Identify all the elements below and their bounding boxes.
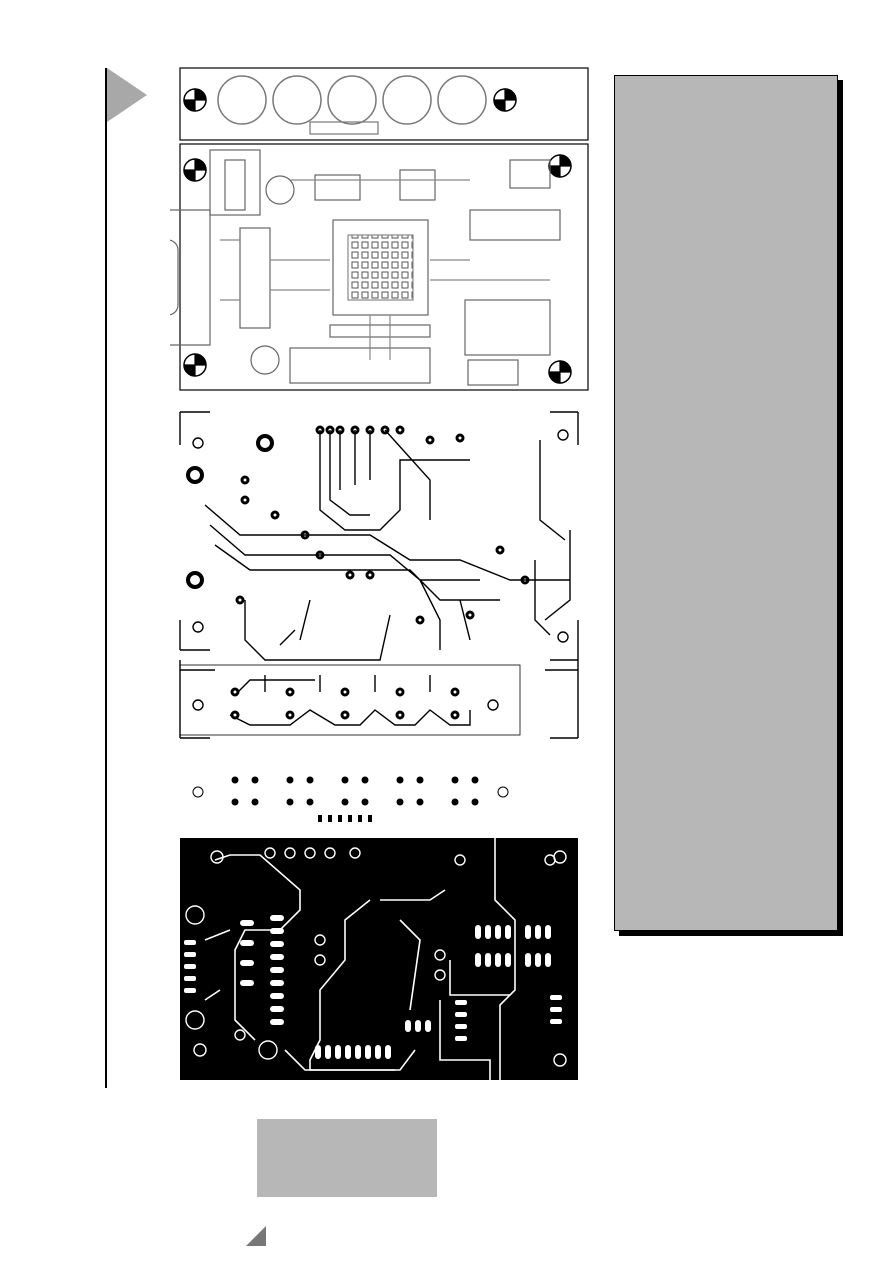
corner-mark-icon — [246, 1226, 266, 1246]
caption-box — [257, 1119, 437, 1197]
section-arrow-icon — [107, 68, 147, 122]
pcb-layout-figure — [170, 67, 589, 1080]
sidebar-panel — [614, 75, 838, 931]
ground-plane-layout — [180, 838, 578, 1080]
pad-pattern — [192, 776, 509, 822]
component-layout — [170, 67, 589, 391]
margin-rule — [105, 68, 107, 1088]
solder-layout — [179, 411, 579, 739]
